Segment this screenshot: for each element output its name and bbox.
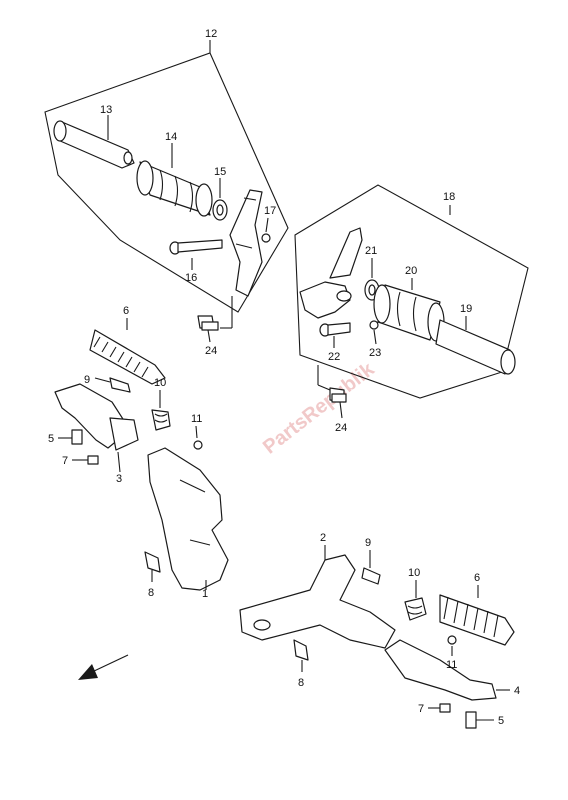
part-11-cotter-left (193, 425, 203, 450)
callout-labels: 12 13 14 15 17 16 24 18 21 20 19 22 23 2… (48, 28, 520, 727)
assembly-12-box (44, 40, 289, 313)
callout-18: 18 (443, 191, 455, 203)
part-7-nut-right (428, 703, 451, 713)
part-8-bolt-right (293, 639, 309, 672)
part-17-cotter-pin (261, 217, 271, 243)
part-1-lever-left (147, 447, 229, 591)
part-5-bolt-right (465, 711, 494, 729)
part-16-clevis-pin (169, 239, 223, 270)
callout-11-left: 11 (191, 413, 202, 425)
callout-10-left: 10 (154, 377, 166, 389)
callout-6-right: 6 (474, 572, 480, 584)
front-direction-arrow (78, 654, 129, 680)
part-19-pin (435, 316, 516, 375)
part-9-pin-right (361, 550, 381, 585)
part-8-bolt-left (144, 551, 161, 582)
part-2-footpeg-bracket-right (239, 545, 396, 649)
callout-5-right: 5 (498, 715, 504, 727)
part-20-footpeg-rubber (373, 278, 445, 342)
footpeg-bracket-12 (229, 189, 263, 297)
callout-3: 3 (116, 473, 122, 485)
callout-8-left: 8 (148, 587, 154, 599)
callout-2: 2 (320, 532, 326, 544)
part-7-nut-left (72, 455, 99, 465)
callout-19: 19 (460, 303, 472, 315)
part-13-pin (53, 115, 135, 169)
callout-9-right: 9 (365, 537, 371, 549)
part-15-washer (212, 178, 228, 221)
callout-8-right: 8 (298, 677, 304, 689)
part-22-clevis-pin (319, 322, 351, 348)
callout-13: 13 (100, 104, 112, 116)
part-3-footpeg-bracket-left (54, 383, 139, 473)
callout-4: 4 (514, 685, 520, 697)
callout-14: 14 (165, 131, 177, 143)
callout-6-left: 6 (123, 305, 129, 317)
part-5-bolt-left (58, 429, 83, 445)
part-11-cotter-right (447, 635, 457, 656)
callout-7-left: 7 (62, 455, 68, 467)
watermark-text: PartsRepublik (259, 358, 379, 459)
part-4-footpeg-bracket-right (384, 639, 510, 701)
callout-20: 20 (405, 265, 417, 277)
callout-22: 22 (328, 351, 340, 363)
callout-15: 15 (214, 166, 226, 178)
callout-10-right: 10 (408, 567, 420, 579)
part-24-bolt-upper-right (317, 365, 347, 419)
callout-12: 12 (205, 28, 217, 40)
part-6-footpeg-rubber-left (89, 318, 166, 385)
part-14-footpeg-rubber (136, 143, 213, 217)
callout-11-right: 11 (446, 659, 457, 671)
callout-1: 1 (202, 588, 208, 600)
footpeg-bracket-18 (299, 227, 363, 319)
part-23-cotter-pin (369, 320, 379, 345)
callout-7-right: 7 (418, 703, 424, 715)
callout-23: 23 (369, 347, 381, 359)
callout-21: 21 (365, 245, 377, 257)
callout-5-left: 5 (48, 433, 54, 445)
part-9-pin-left (94, 377, 131, 393)
callout-24-upper-left: 24 (205, 345, 217, 357)
part-6-footpeg-rubber-right (439, 585, 515, 646)
callout-16: 16 (185, 272, 197, 284)
callout-17: 17 (264, 205, 276, 217)
callout-9-left: 9 (84, 374, 90, 386)
part-24-bolt-upper-left (197, 296, 233, 343)
callout-24-upper-right: 24 (335, 422, 347, 434)
part-10-spring-right (404, 580, 427, 621)
part-10-spring-left (151, 390, 171, 431)
